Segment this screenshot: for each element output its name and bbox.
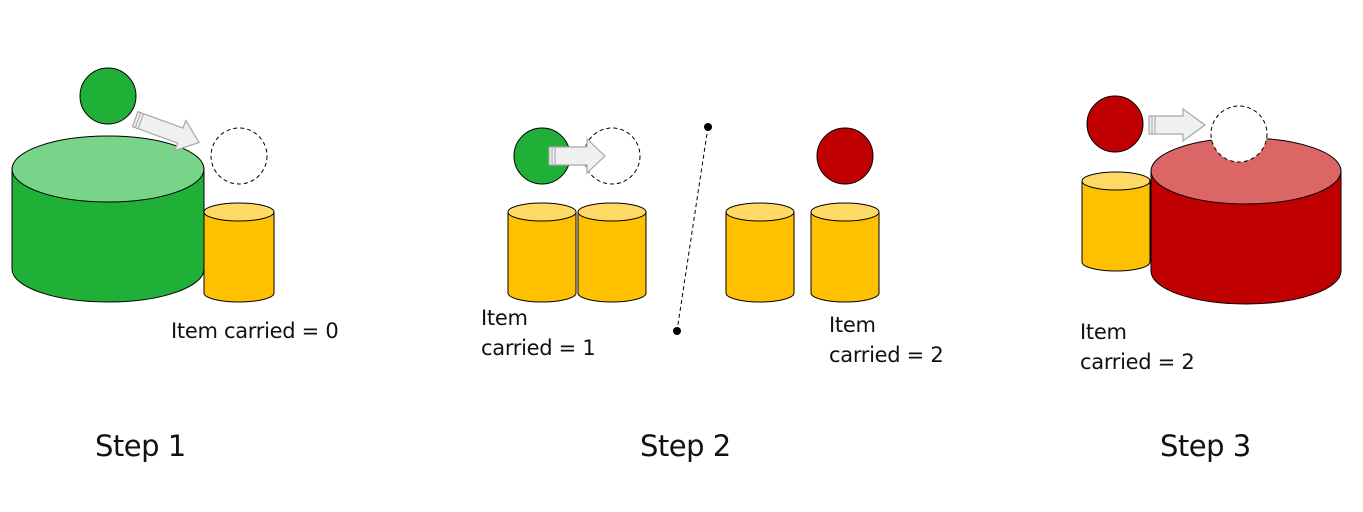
step3-item-label: Item [1080,320,1127,344]
step3-caption: Step 3 [1160,429,1251,463]
step2-caption: Step 2 [640,429,731,463]
step1-group [11,67,275,303]
step1-small-yellow-cylinder [203,202,275,303]
step3-target-position-outline [1210,105,1268,163]
step3-move-arrow-icon [1148,107,1207,143]
step2-left-yellow-cylinder-1 [507,202,577,303]
step3-small-yellow-cylinder [1081,171,1151,272]
step2-group [507,123,880,335]
step3-carried-label: carried = 2 [1080,350,1195,374]
step2-right-yellow-cylinder-1 [725,202,795,303]
step1-green-ball [79,67,137,125]
step2-left-carried-label: carried = 1 [481,336,596,360]
step1-large-green-cylinder [11,135,205,303]
step1-move-arrow-icon [131,110,201,152]
step3-group [1081,95,1342,305]
step2-right-item-label: Item [829,313,876,337]
step2-right-yellow-cylinder-2 [810,202,880,303]
step1-target-position-outline [210,127,268,185]
step3-red-ball [1086,95,1144,153]
step1-items-carried-label: Item carried = 0 [171,319,339,343]
step2-move-arrow-icon [548,137,606,175]
step2-left-yellow-cylinder-2 [577,202,647,303]
step2-red-ball [816,127,874,185]
step2-separator-line [673,123,712,335]
step1-caption: Step 1 [95,429,186,463]
step2-left-item-label: Item [481,306,528,330]
step2-right-carried-label: carried = 2 [829,343,944,367]
step3-large-red-cylinder [1150,137,1342,305]
